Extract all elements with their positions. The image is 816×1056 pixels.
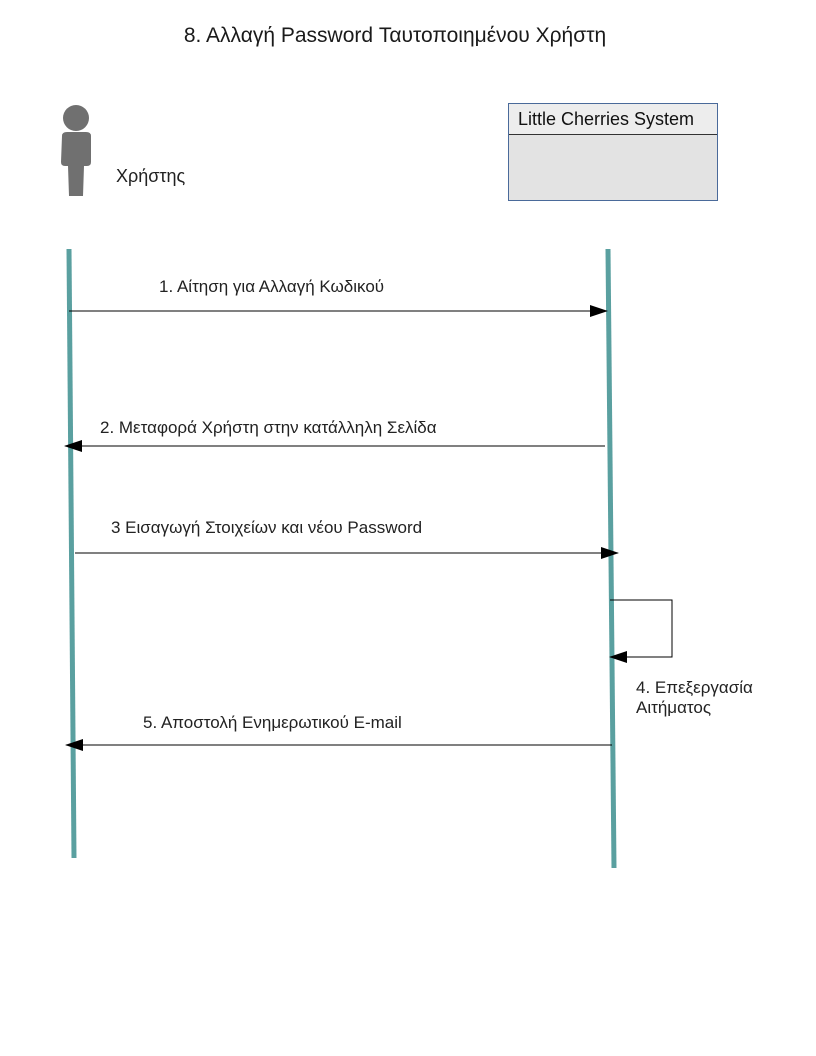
diagram-title: 8. Αλλαγή Password Ταυτοποιημένου Χρήστη xyxy=(183,24,607,47)
message-3-label: 3 Εισαγωγή Στοιχείων και νέου Password xyxy=(111,518,423,537)
message-2-label: 2. Μεταφορά Χρήστη στην κατάλληλη Σελίδα xyxy=(100,418,437,437)
system-box: Little Cherries System xyxy=(508,103,718,201)
message-4-self-arrow xyxy=(609,599,673,663)
person-icon xyxy=(61,105,91,196)
actor-label: Χρήστης xyxy=(116,166,186,186)
actor-lifeline xyxy=(66,248,77,859)
system-lifeline xyxy=(605,248,617,869)
message-5-label: 5. Αποστολή Ενημερωτικού E-mail xyxy=(143,713,402,732)
message-4-label: 4. Επεξεργασία Αιτήματος xyxy=(636,678,753,717)
message-1-label: 1. Αίτηση για Αλλαγή Κωδικού xyxy=(159,277,385,296)
system-label: Little Cherries System xyxy=(509,104,717,135)
